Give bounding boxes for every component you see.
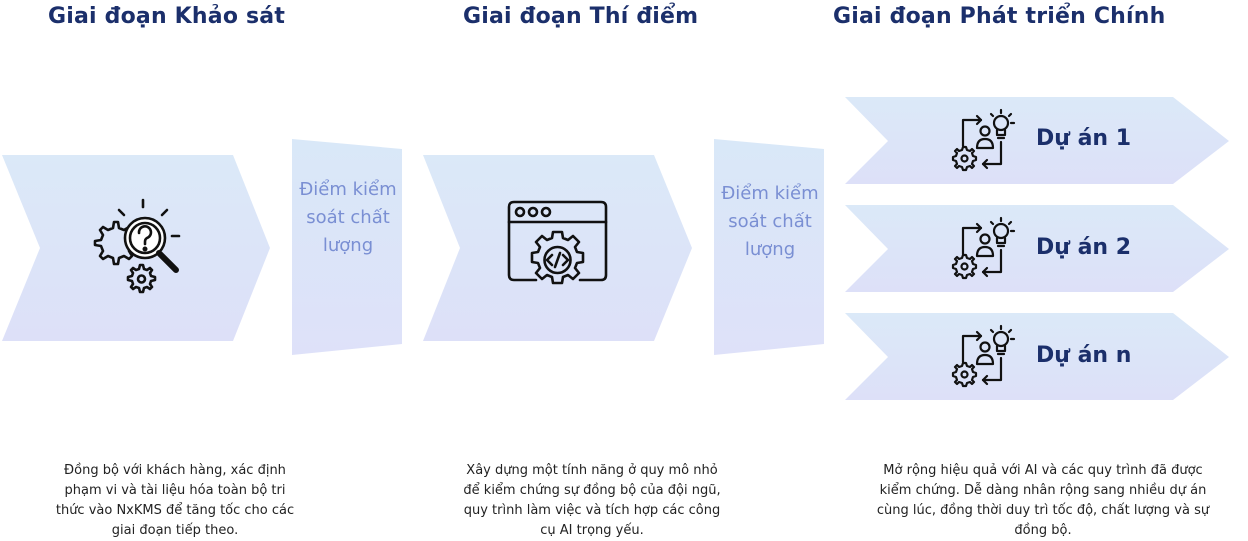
project-n-label: Dự án n	[1036, 343, 1132, 368]
stage-survey-description: Đồng bộ với khách hàng, xác định phạm vi…	[55, 463, 295, 538]
project-1-chevron	[845, 97, 1229, 184]
stage-main-description: Mở rộng hiệu quả với AI và các quy trình…	[876, 463, 1210, 538]
project-n-team-idea-icon	[951, 324, 1016, 388]
stage-pilot-description: Xây dựng một tính năng ở quy mô nhỏ để k…	[463, 463, 721, 538]
quality-gate-2-label: Điểm kiểm soát chất lượng	[721, 183, 819, 260]
stage-title-main: Giai đoạn Phát triển Chính	[833, 4, 1166, 29]
quality-gate-2-shape	[714, 139, 824, 355]
project-2-label: Dự án 2	[1036, 235, 1132, 260]
project-n-chevron	[845, 313, 1229, 400]
project-1-team-idea-icon	[951, 108, 1016, 172]
survey-gears-magnifier-icon	[93, 198, 181, 294]
pilot-browser-code-icon	[507, 200, 608, 285]
project-1-label: Dự án 1	[1036, 126, 1132, 151]
stage-title-pilot: Giai đoạn Thí điểm	[463, 4, 699, 29]
project-2-chevron	[845, 205, 1229, 292]
project-2-team-idea-icon	[951, 216, 1016, 280]
stage-title-survey: Giai đoạn Khảo sát	[48, 4, 286, 29]
quality-gate-1-shape	[292, 139, 402, 355]
quality-gate-1-label: Điểm kiểm soát chất lượng	[299, 179, 397, 256]
